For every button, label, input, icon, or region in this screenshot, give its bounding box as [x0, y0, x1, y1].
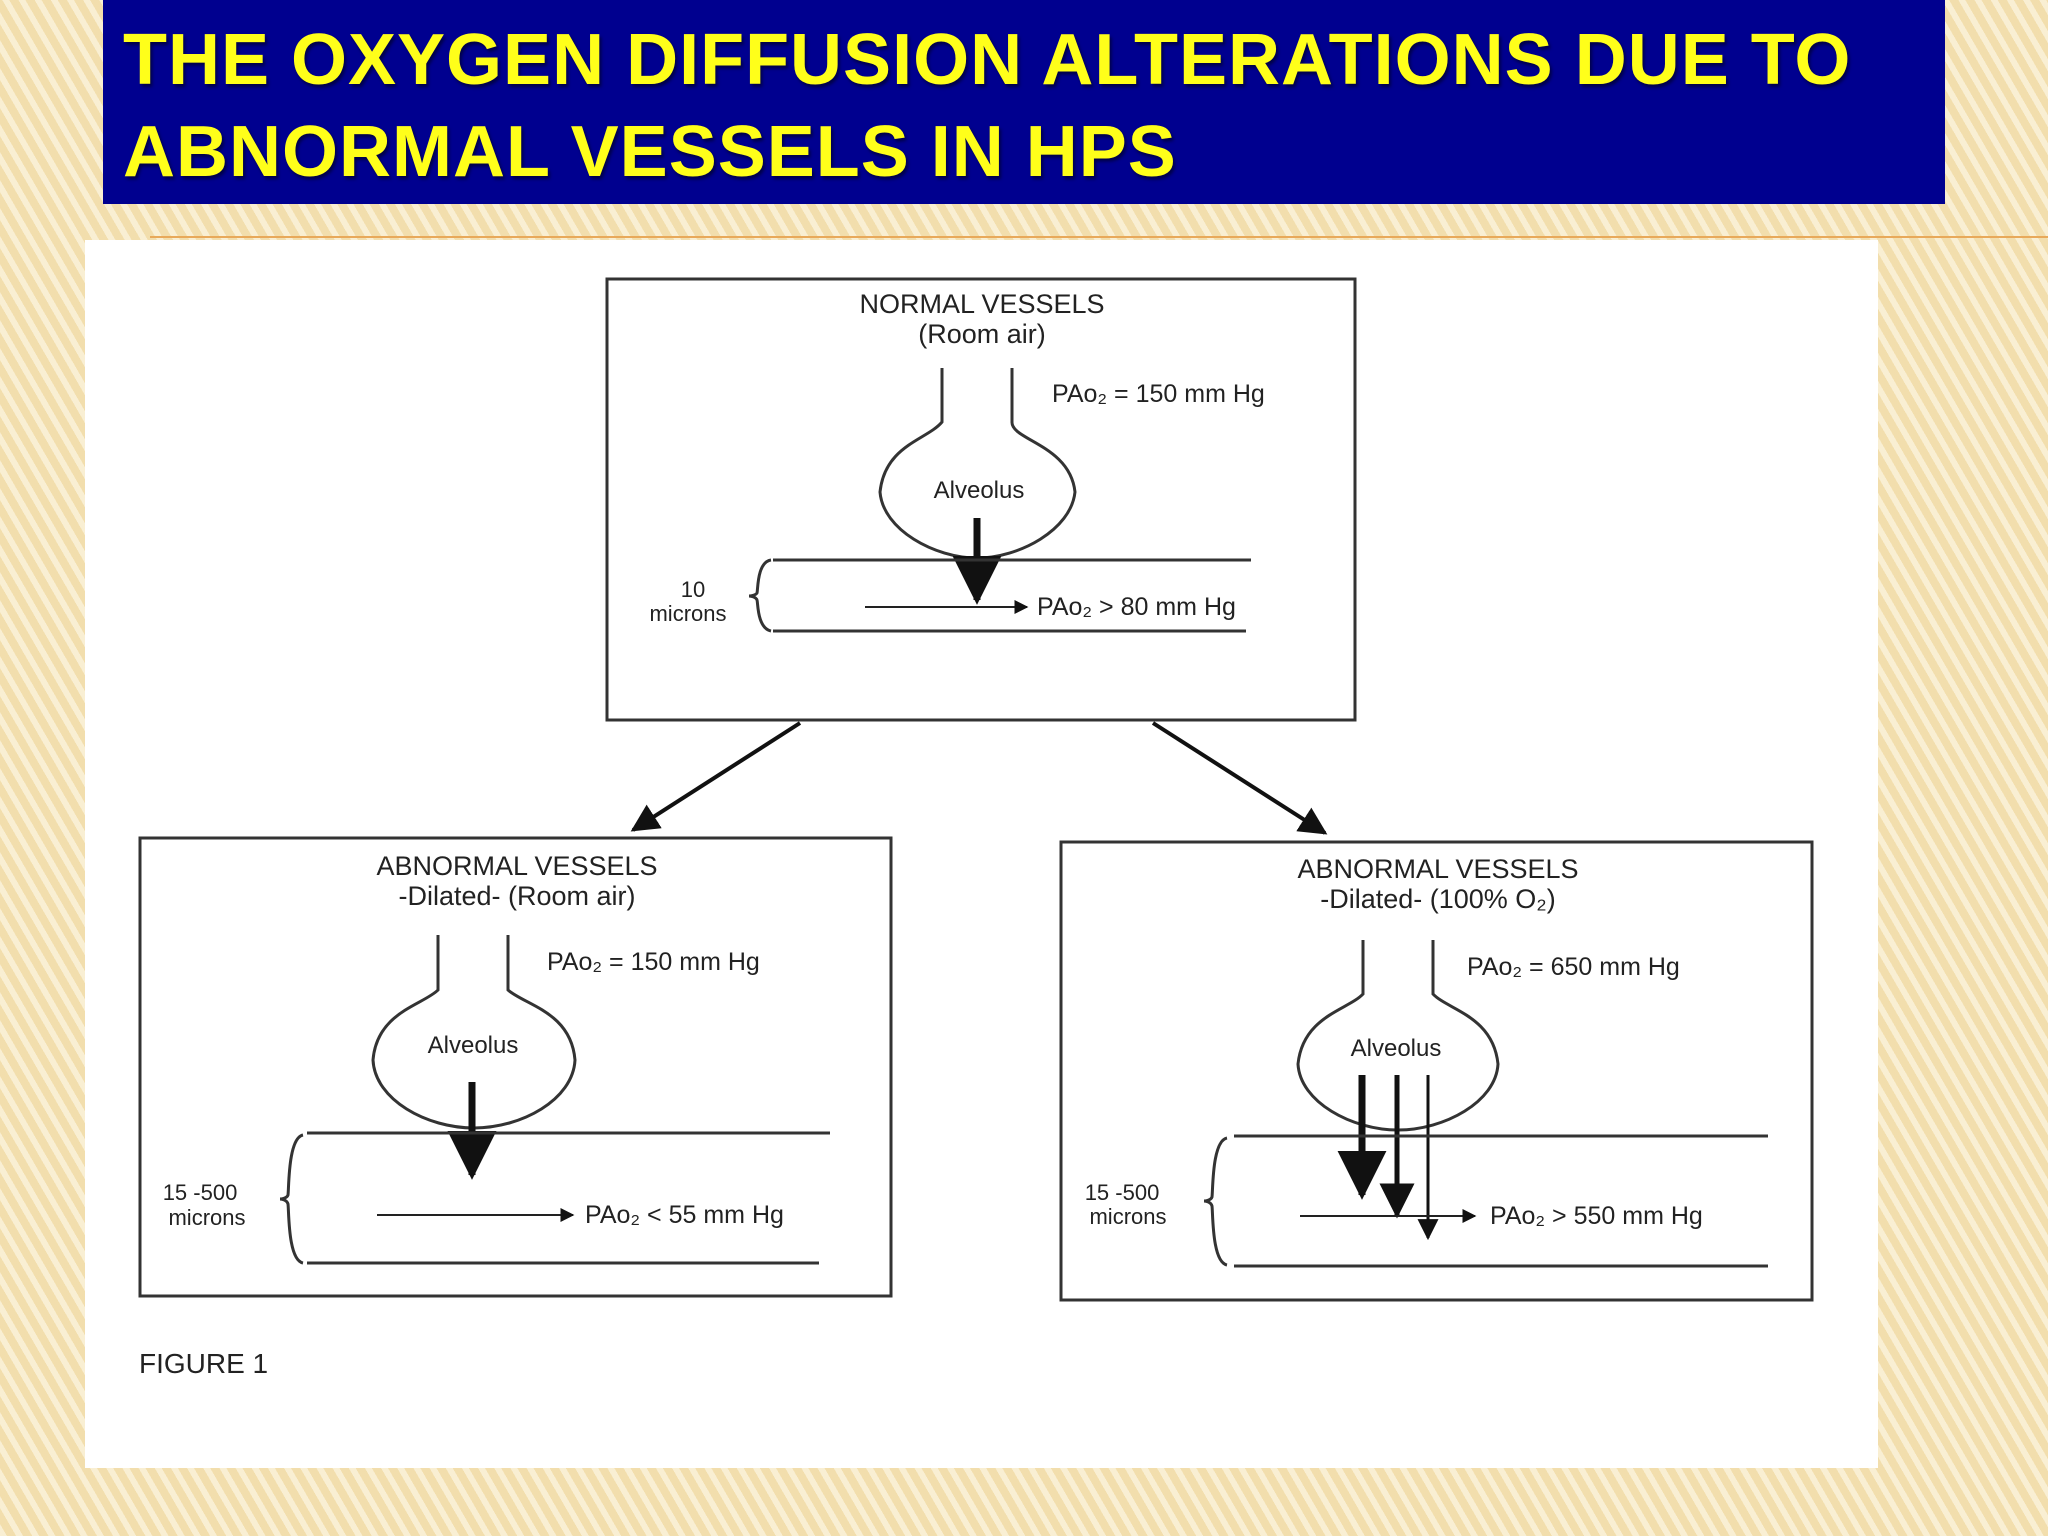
normal-width-unit: microns	[649, 601, 726, 626]
abnormal-oxygen-width-brace	[1203, 1136, 1228, 1267]
normal-alveolus-label: Alveolus	[934, 477, 1025, 504]
abnormal-oxygen-width-value: 15 -500	[1085, 1180, 1160, 1205]
normal-condition: (Room air)	[918, 319, 1046, 349]
normal-width-value: 10	[681, 577, 705, 602]
abnormal-room-air-alveolar-po2: PAo₂ = 150 mm Hg	[547, 948, 760, 976]
normal-arterial-po2: PAo₂ > 80 mm Hg	[1037, 593, 1236, 621]
abnormal-room-air-heading: ABNORMAL VESSELS	[376, 851, 657, 881]
title-bar: THE OXYGEN DIFFUSION ALTERATIONS DUE TO …	[103, 0, 1945, 204]
abnormal-room-air-alveolus-label: Alveolus	[428, 1032, 519, 1059]
normal-vessels-box: NORMAL VESSELS (Room air) PAo₂ = 150 mm …	[605, 277, 1357, 722]
abnormal-room-air-width-unit: microns	[168, 1205, 245, 1230]
abnormal-oxygen-heading: ABNORMAL VESSELS	[1297, 854, 1578, 884]
abnormal-oxygen-arterial-po2: PAo₂ > 550 mm Hg	[1490, 1202, 1703, 1230]
abnormal-oxygen-alveolus-label: Alveolus	[1351, 1035, 1442, 1062]
title-divider	[150, 236, 2048, 238]
abnormal-oxygen-width-unit: microns	[1089, 1204, 1166, 1229]
normal-alveolar-po2: PAo₂ = 150 mm Hg	[1052, 380, 1265, 408]
arrow-to-abnormal-room-air	[630, 721, 802, 832]
abnormal-room-air-box: ABNORMAL VESSELS -Dilated- (Room air) PA…	[138, 836, 893, 1298]
abnormal-room-air-width-value: 15 -500	[163, 1180, 238, 1205]
normal-heading: NORMAL VESSELS	[859, 289, 1104, 319]
figure-label: FIGURE 1	[139, 1348, 268, 1379]
figure-panel: NORMAL VESSELS (Room air) PAo₂ = 150 mm …	[85, 240, 1878, 1468]
abnormal-room-air-condition: -Dilated- (Room air)	[398, 881, 635, 911]
abnormal-oxygen-box: ABNORMAL VESSELS -Dilated- (100% O₂) PAo…	[1059, 840, 1814, 1302]
slide-title: THE OXYGEN DIFFUSION ALTERATIONS DUE TO …	[123, 20, 1852, 192]
abnormal-room-air-arterial-po2: PAo₂ < 55 mm Hg	[585, 1201, 784, 1229]
arrow-to-abnormal-oxygen	[1151, 721, 1328, 835]
abnormal-oxygen-condition: -Dilated- (100% O₂)	[1320, 884, 1556, 914]
abnormal-oxygen-alveolar-po2: PAo₂ = 650 mm Hg	[1467, 953, 1680, 981]
oxygen-diffusion-diagram: NORMAL VESSELS (Room air) PAo₂ = 150 mm …	[138, 277, 1814, 1379]
normal-width-brace	[748, 558, 772, 633]
abnormal-room-air-width-brace	[279, 1133, 304, 1265]
